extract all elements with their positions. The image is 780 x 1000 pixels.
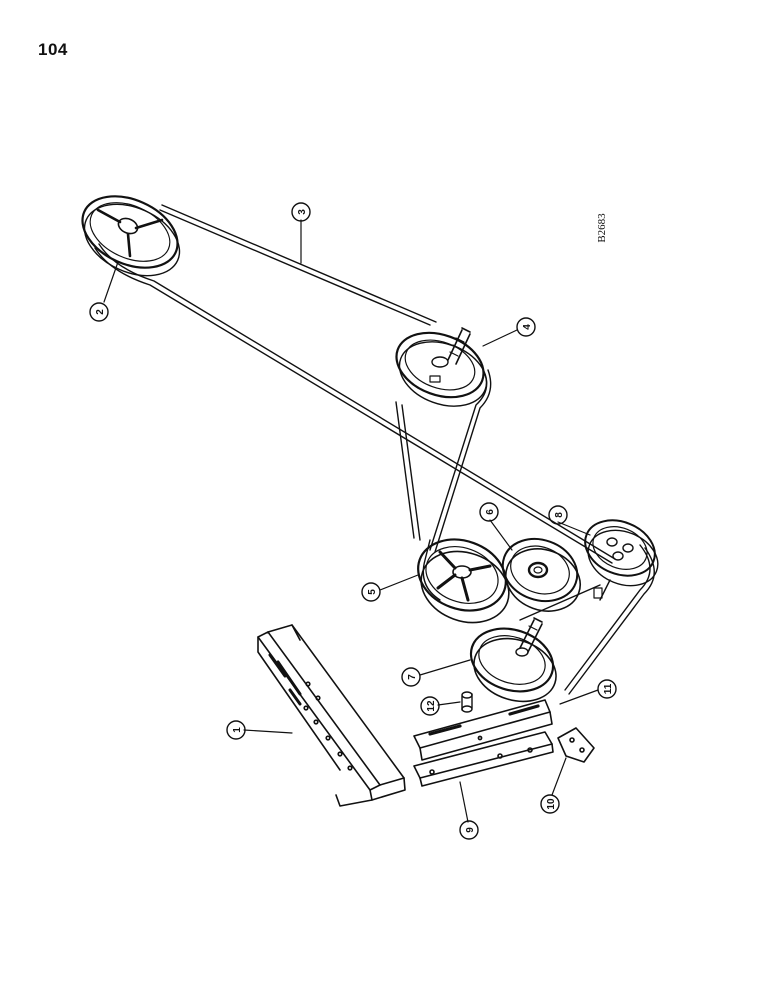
support-bracket-part: [257, 624, 406, 807]
callout-label: 4: [522, 324, 533, 330]
callout-label: 2: [95, 309, 106, 315]
pin-part: [461, 691, 473, 713]
callout-label: 1: [232, 727, 243, 733]
callout-label: 9: [465, 827, 476, 833]
pulley-large-spoked: [417, 538, 510, 624]
callout-label: 5: [367, 589, 378, 595]
callout-label: 12: [426, 700, 437, 712]
callout-label: 3: [297, 209, 308, 215]
pulley-corner: [584, 519, 659, 599]
callout-9: 9: [459, 820, 479, 840]
belt-upper: [94, 204, 616, 564]
page-number: 104: [38, 40, 68, 59]
callout-8: 8: [548, 505, 568, 525]
callout-label: 10: [546, 798, 557, 810]
slotted-angle-bar-part: [413, 699, 553, 761]
small-plate-part: [557, 727, 595, 763]
callout-7: 7: [401, 667, 421, 687]
pulley-idler: [501, 537, 581, 612]
callout-5: 5: [361, 582, 381, 602]
pulley-drive-with-shaft: [395, 327, 488, 407]
callout-10: 10: [540, 794, 560, 814]
callout-12: 12: [420, 696, 440, 716]
callout-6: 6: [479, 502, 499, 522]
pulley-upper-left: [81, 195, 181, 277]
lower-flat-bar-part: [413, 731, 554, 787]
callout-4: 4: [516, 317, 536, 337]
callout-3: 3: [291, 202, 311, 222]
callout-leaders: [103, 219, 599, 823]
callout-11: 11: [597, 679, 617, 699]
callout-label: 7: [407, 674, 418, 680]
callout-label: 11: [603, 683, 614, 694]
callout-1: 1: [226, 720, 246, 740]
callout-label: 8: [554, 512, 565, 518]
callout-2: 2: [89, 302, 109, 322]
callout-label: 6: [485, 509, 496, 515]
pulley-lower-with-shaft: [469, 617, 557, 703]
